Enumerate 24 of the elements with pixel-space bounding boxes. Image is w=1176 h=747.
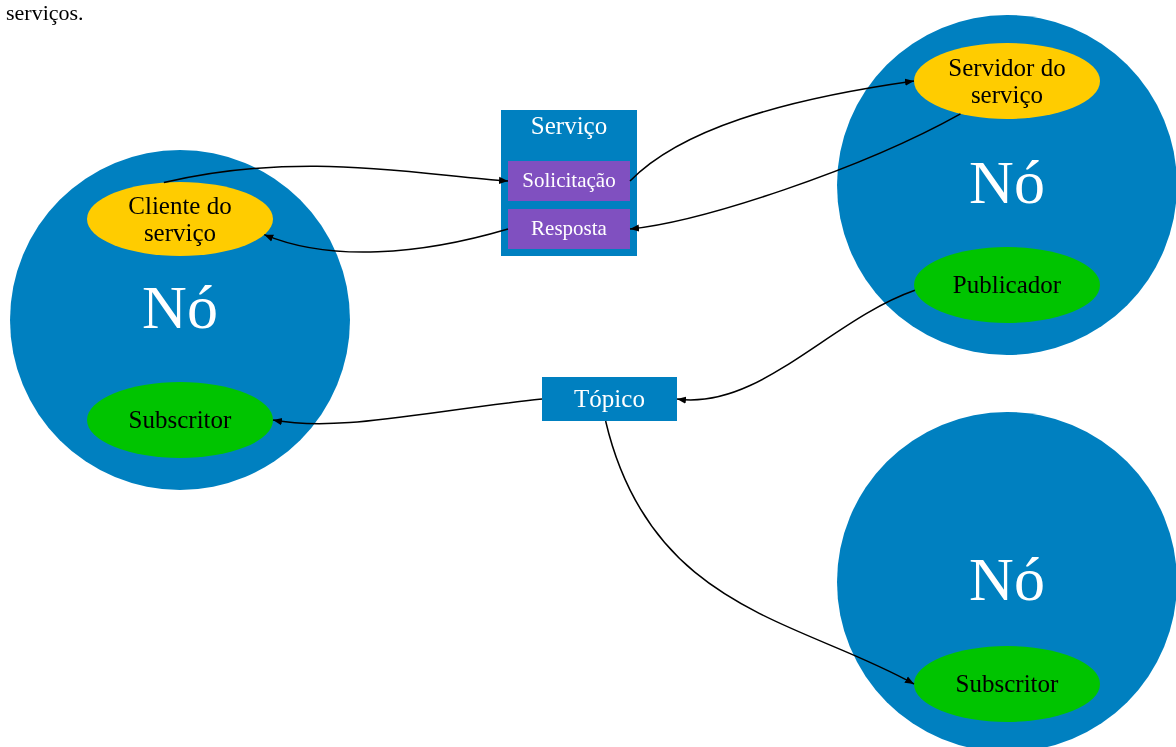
caption-fragment: serviços.: [6, 0, 84, 26]
arrow: [272, 398, 543, 425]
node-label: Publicador: [952, 271, 1062, 299]
service-box: [501, 110, 637, 256]
arrow: [604, 420, 915, 685]
response-box: [508, 209, 630, 249]
node-label: Subscritor: [955, 670, 1059, 698]
arrow: [163, 165, 509, 184]
request-box: [508, 161, 630, 201]
node-title: Nó: [968, 147, 1046, 216]
node-label: Serviço: [530, 112, 608, 140]
arrow: [629, 78, 915, 182]
arrow: [676, 289, 916, 403]
node-label: Tópico: [574, 385, 645, 413]
node-title: Nó: [141, 272, 219, 341]
node-label: Cliente do serviço: [127, 191, 233, 247]
node-label: Solicitação: [522, 169, 616, 193]
topic-box: [542, 377, 677, 421]
node-label: Subscritor: [128, 406, 232, 434]
node-label: Servidor do serviço: [947, 53, 1067, 109]
node-title: Nó: [968, 544, 1046, 613]
arrow: [263, 228, 509, 253]
arrow: [629, 113, 962, 232]
node-label: Resposta: [531, 217, 607, 241]
